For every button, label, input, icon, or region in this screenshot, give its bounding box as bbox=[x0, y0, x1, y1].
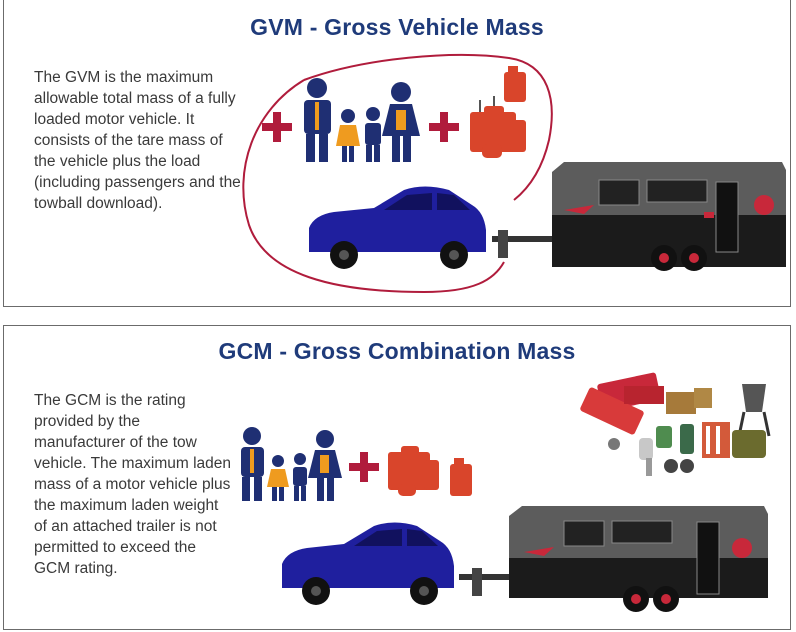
gcm-title: GCM - Gross Combination Mass bbox=[218, 338, 576, 364]
fuel-can-icon bbox=[450, 458, 472, 496]
car-icon bbox=[282, 522, 454, 605]
gvm-panel: GVM - Gross Vehicle Mass The GVM is the … bbox=[3, 0, 791, 307]
gcm-illustration bbox=[241, 372, 771, 612]
plus-icon bbox=[349, 452, 379, 482]
camping-gear-icon bbox=[580, 372, 771, 476]
plus-icon bbox=[429, 112, 459, 142]
fuel-can-icon bbox=[504, 66, 526, 102]
luggage-icon bbox=[388, 446, 439, 496]
gvm-description: The GVM is the maximum allowable total m… bbox=[34, 69, 241, 212]
family-icon bbox=[304, 78, 420, 162]
gvm-title: GVM - Gross Vehicle Mass bbox=[250, 14, 544, 40]
family-icon bbox=[241, 427, 342, 501]
gcm-description: The GCM is the rating provided by the ma… bbox=[34, 392, 231, 577]
luggage-icon bbox=[470, 96, 526, 158]
gcm-panel: GCM - Gross Combination Mass The GCM is … bbox=[3, 325, 791, 630]
gvm-illustration bbox=[242, 53, 786, 294]
gvm-boundary-outline bbox=[242, 53, 553, 294]
caravan-icon bbox=[459, 506, 768, 612]
car-icon bbox=[309, 186, 486, 269]
caravan-icon bbox=[492, 162, 786, 271]
plus-icon bbox=[262, 112, 292, 142]
